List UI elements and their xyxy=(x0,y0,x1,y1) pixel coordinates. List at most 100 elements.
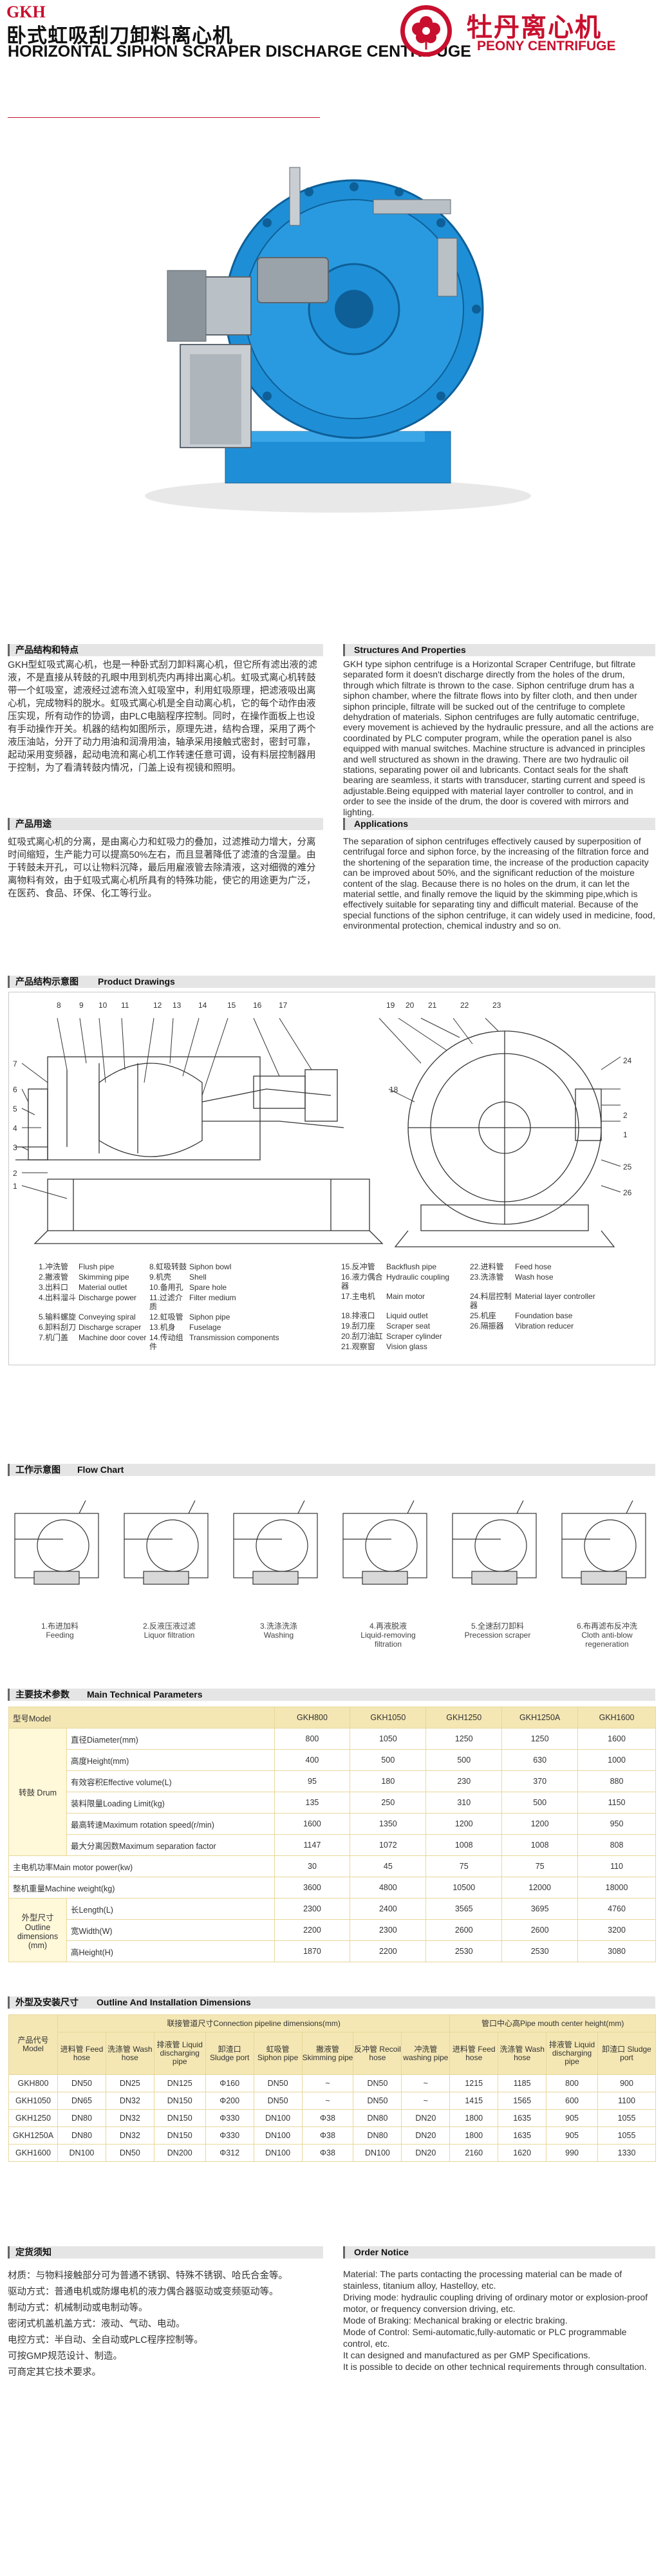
order-item-cn: 可商定其它技术要求。 xyxy=(8,2367,101,2378)
drawings-panel xyxy=(8,992,655,1365)
part-en: Hydraulic coupling xyxy=(386,1273,450,1282)
model-header: GKH1050 xyxy=(350,1707,427,1728)
cell: 4760 xyxy=(577,1898,656,1920)
cell: GKH1250 xyxy=(8,2109,58,2127)
model-header: GKH1250 xyxy=(425,1707,503,1728)
row-label: 最高转速Maximum rotation speed(r/min) xyxy=(66,1813,275,1835)
callout-label: 1 xyxy=(13,1182,17,1191)
part-cn: 19.刮刀座 xyxy=(341,1321,375,1331)
cell: GKH1250A xyxy=(8,2126,58,2145)
cell: 2400 xyxy=(350,1898,427,1920)
part-cn: 4.出料溜斗 xyxy=(39,1293,77,1302)
cell: Φ160 xyxy=(205,2074,254,2092)
part-cn: 15.反冲管 xyxy=(341,1262,375,1271)
cell: 45 xyxy=(350,1855,427,1877)
cell: DN50 xyxy=(105,2144,154,2162)
page-title-en: HORIZONTAL SIPHON SCRAPER DISCHARGE CENT… xyxy=(8,43,471,61)
section-bar-structure-en xyxy=(343,644,655,656)
cell: 880 xyxy=(577,1770,656,1792)
part-en: Feed hose xyxy=(515,1262,552,1271)
callout-label: 26 xyxy=(623,1188,632,1197)
callout-label: 14 xyxy=(198,1001,207,1010)
part-cn: 10.备用孔 xyxy=(149,1283,183,1292)
cell: ~ xyxy=(301,2074,354,2092)
specs-heading-en: Main Technical Parameters xyxy=(87,1689,203,1700)
part-cn: 25.机座 xyxy=(470,1311,496,1320)
cell: DN50 xyxy=(353,2074,402,2092)
cell: 1635 xyxy=(498,2109,547,2127)
cell: 1050 xyxy=(350,1728,427,1750)
cell: ~ xyxy=(401,2074,451,2092)
cell: DN100 xyxy=(57,2144,106,2162)
cell: 2200 xyxy=(350,1940,427,1962)
order-item-cn: 可按GMP规范设计、制造。 xyxy=(8,2351,123,2362)
part-en: Wash hose xyxy=(515,1273,554,1282)
cell: 900 xyxy=(597,2074,656,2092)
part-cn: 23.洗涤管 xyxy=(470,1273,504,1282)
order-heading-en: Order Notice xyxy=(354,2247,409,2257)
cell: 950 xyxy=(577,1813,656,1835)
cell: 180 xyxy=(350,1770,427,1792)
structure-heading-en: Structures And Properties xyxy=(354,645,466,655)
cell: 230 xyxy=(425,1770,503,1792)
callout-label: 4 xyxy=(13,1124,17,1133)
cell: 1870 xyxy=(274,1940,351,1962)
callout-label: 20 xyxy=(406,1001,415,1010)
cell: DN80 xyxy=(57,2126,106,2145)
flow-heading-en: Flow Chart xyxy=(77,1464,124,1475)
cell: DN80 xyxy=(57,2109,106,2127)
callout-label: 18 xyxy=(389,1085,398,1094)
cell: 1072 xyxy=(350,1834,427,1856)
section-bar-specs xyxy=(8,1689,655,1701)
cell: Φ38 xyxy=(301,2144,354,2162)
cell: 3695 xyxy=(501,1898,579,1920)
cell: 1008 xyxy=(425,1834,503,1856)
cell: 2160 xyxy=(449,2144,499,2162)
cell: 2300 xyxy=(274,1898,351,1920)
part-en: Fuselage xyxy=(189,1323,221,1332)
part-en: Backflush pipe xyxy=(386,1262,437,1271)
order-item-en: Driving mode: hydraulic coupling driving… xyxy=(343,2292,648,2314)
cell: 75 xyxy=(425,1855,503,1877)
cell: 1055 xyxy=(597,2126,656,2145)
cell: Φ330 xyxy=(205,2126,254,2145)
order-heading-cn: 定货须知 xyxy=(15,2247,51,2257)
drawings-heading-cn: 产品结构示意图 xyxy=(15,976,79,987)
structure-body-en: GKH type siphon centrifuge is a Horizont… xyxy=(343,659,654,817)
part-cn: 11.过滤介质 xyxy=(149,1293,183,1311)
part-cn: 9.机壳 xyxy=(149,1273,172,1282)
cell: 3565 xyxy=(425,1898,503,1920)
part-cn: 14.传动组件 xyxy=(149,1333,183,1351)
cell: DN50 xyxy=(57,2074,106,2092)
cell: DN150 xyxy=(153,2092,206,2110)
cell: 800 xyxy=(274,1728,351,1750)
cell: 1008 xyxy=(501,1834,579,1856)
section-bar-applications-en xyxy=(343,818,655,830)
right-callouts: 19 20 21 22 23 24 18 2 1 25 26 xyxy=(386,998,650,1211)
cell: 1565 xyxy=(498,2092,547,2110)
cell: DN100 xyxy=(353,2144,402,2162)
order-item-en: Material: The parts contacting the proce… xyxy=(343,2269,622,2291)
cell: 2200 xyxy=(274,1919,351,1941)
order-item-en: Mode of Braking: Mechanical braking or e… xyxy=(343,2315,568,2325)
row-label: 有效容积Effective volume(L) xyxy=(66,1770,275,1792)
row-label: 主电机功率Main motor power(kw) xyxy=(8,1855,275,1877)
col-header: 洗涤管 Wash hose xyxy=(498,2032,547,2075)
cell: DN32 xyxy=(105,2109,154,2127)
cell: DN32 xyxy=(105,2092,154,2110)
part-en: Machine door cover xyxy=(79,1333,147,1342)
cell: GKH1050 xyxy=(8,2092,58,2110)
cell: DN20 xyxy=(401,2109,451,2127)
brand-name-cn: 牡丹离心机 xyxy=(467,14,602,42)
part-en: Scraper cylinder xyxy=(386,1332,442,1341)
